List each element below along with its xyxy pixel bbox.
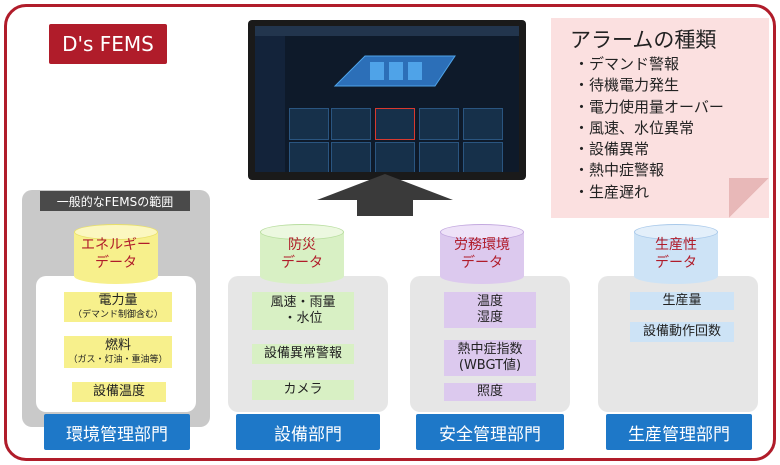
dept-safety: 安全管理部門 [416, 414, 564, 450]
dept-production: 生産管理部門 [606, 414, 752, 450]
fems-scope-label: 一般的なFEMSの範囲 [40, 191, 190, 211]
alarm-item: ・待機電力発生 [574, 76, 680, 95]
labor-item-heat-index: 熱中症指数(WBGT値) [444, 340, 536, 376]
monitor-image [248, 20, 526, 180]
alarm-item: ・デマンド警報 [574, 55, 680, 73]
up-arrow-shaft [357, 198, 413, 216]
productivity-item-ops: 設備動作回数 [630, 322, 734, 342]
disaster-item-wind: 風速・雨量・水位 [252, 292, 354, 330]
labor-item-temp-humidity: 温度湿度 [444, 292, 536, 328]
up-arrow-icon [317, 174, 453, 200]
labor-item-illuminance: 照度 [444, 383, 536, 401]
disaster-item-alarm: 設備異常警報 [252, 344, 354, 364]
energy-database: エネルギーデータ [74, 224, 158, 284]
alarm-list: ・デマンド警報 ・待機電力発生 ・電力使用量オーバー ・風速、水位異常 ・設備異… [574, 54, 724, 203]
productivity-item-output: 生産量 [630, 292, 734, 310]
dashboard-screen [255, 26, 519, 172]
note-fold [729, 178, 769, 218]
alarm-item: ・設備異常 [574, 140, 650, 159]
brand-logo: D's FEMS [49, 24, 167, 64]
factory-3d-image [333, 55, 456, 87]
disaster-database: 防災データ [260, 224, 344, 284]
energy-item-power: 電力量（デマンド制御含む） [64, 292, 172, 322]
labor-database: 労務環境データ [440, 224, 524, 284]
disaster-item-camera: カメラ [252, 380, 354, 400]
alarm-item: ・熱中症警報 [574, 161, 665, 180]
energy-item-fuel: 燃料（ガス・灯油・重油等） [64, 336, 172, 368]
alarm-item: ・風速、水位異常 [574, 118, 695, 137]
energy-item-temp: 設備温度 [72, 382, 166, 402]
dept-facilities: 設備部門 [236, 414, 380, 450]
dept-environment: 環境管理部門 [44, 414, 190, 450]
alarm-item: ・生産遅れ [574, 182, 650, 201]
alarm-title: アラームの種類 [570, 28, 717, 52]
alarm-item: ・電力使用量オーバー [574, 97, 724, 116]
productivity-database: 生産性データ [634, 224, 718, 284]
